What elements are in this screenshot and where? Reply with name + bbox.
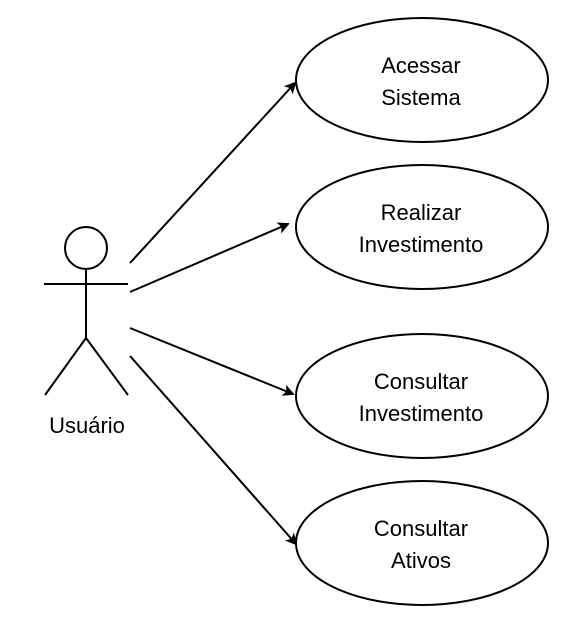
- association-consultar-investimento: [129, 327, 295, 396]
- use-case-label-line1: Consultar: [374, 369, 468, 394]
- association-consultar-ativos: [129, 355, 298, 546]
- use-case-label-line2: Investimento: [359, 401, 484, 426]
- actor-figure: [44, 226, 129, 396]
- actor-head: [64, 226, 108, 270]
- use-case-consultar-investimento: Consultar Investimento: [295, 333, 549, 459]
- use-case-ellipse: [295, 480, 549, 606]
- association-realizar-investimento: [129, 222, 290, 293]
- use-case-ellipse: [295, 17, 549, 143]
- use-case-label-line1: Acessar: [381, 53, 460, 78]
- use-case-label-line2: Sistema: [381, 85, 461, 110]
- actor-right-leg: [85, 337, 129, 396]
- use-case-label-line1: Realizar: [381, 200, 462, 225]
- use-case-ellipse: [295, 164, 549, 290]
- association-acessar-sistema: [129, 81, 297, 264]
- actor-left-leg: [44, 337, 87, 396]
- use-case-label-line2: Investimento: [359, 232, 484, 257]
- use-case-label-line1: Consultar: [374, 516, 468, 541]
- use-case-realizar-investimento: Realizar Investimento: [295, 164, 549, 290]
- use-case-ellipse: [295, 333, 549, 459]
- actor-label: Usuário: [49, 413, 125, 438]
- use-case-acessar-sistema: Acessar Sistema: [295, 17, 549, 143]
- use-case-consultar-ativos: Consultar Ativos: [295, 480, 549, 606]
- use-case-label-line2: Ativos: [391, 548, 451, 573]
